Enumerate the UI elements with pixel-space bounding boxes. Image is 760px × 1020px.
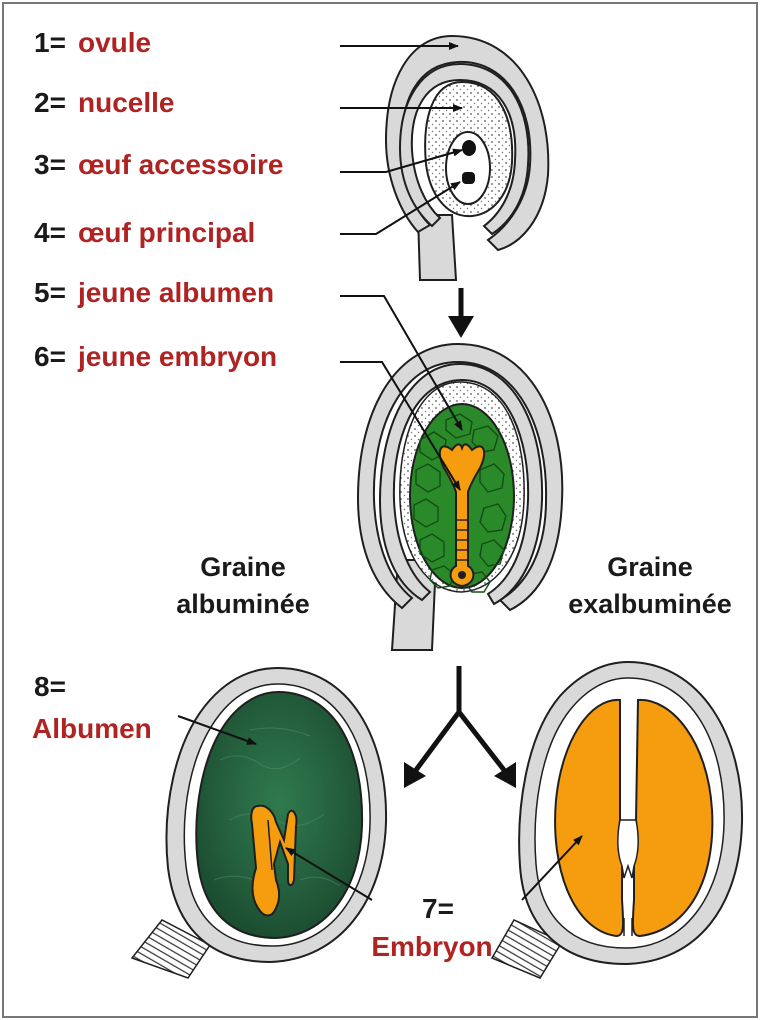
label-term: nucelle [78, 87, 174, 118]
arrow-branching [416, 666, 504, 770]
young-seed-drawing [358, 344, 562, 650]
label-number: 4= [34, 217, 66, 248]
label-embryon: 7= Embryon [371, 893, 492, 962]
caption-exalbuminous-seed: Graine exalbuminée [568, 552, 732, 619]
label-number: 2= [34, 87, 66, 118]
label-number: 7= [422, 893, 454, 924]
arrow-head-right [494, 762, 516, 788]
label-term: œuf principal [78, 217, 255, 248]
caption-albuminous-seed: Graine albuminée [176, 552, 310, 619]
arrow-ovule-to-seed [448, 288, 474, 338]
label-term: Embryon [371, 931, 492, 962]
label-oeuf-accessoire: 3= œuf accessoire [34, 149, 283, 180]
label-nucelle: 2= nucelle [34, 87, 174, 118]
label-number: 5= [34, 277, 66, 308]
label-term: jeune albumen [77, 277, 274, 308]
accessory-egg [462, 140, 476, 156]
label-term: ovule [78, 27, 151, 58]
label-jeune-albumen: 5= jeune albumen [34, 277, 274, 308]
arrow-head-left [404, 762, 426, 788]
ovule-drawing [386, 36, 548, 280]
label-number: 6= [34, 341, 66, 372]
main-egg [462, 172, 475, 184]
label-term: œuf accessoire [78, 149, 283, 180]
caption-line: exalbuminée [568, 589, 732, 619]
label-jeune-embryon: 6= jeune embryon [34, 341, 277, 372]
label-number: 3= [34, 149, 66, 180]
caption-line: Graine [607, 552, 693, 582]
caption-line: Graine [200, 552, 286, 582]
caption-line: albuminée [176, 589, 310, 619]
label-albumen: 8= Albumen [32, 671, 152, 744]
label-number: 8= [34, 671, 66, 702]
label-ovule: 1= ovule [34, 27, 151, 58]
label-term: jeune embryon [77, 341, 277, 372]
label-oeuf-principal: 4= œuf principal [34, 217, 255, 248]
exalbuminous-seed-drawing [492, 662, 742, 978]
label-number: 1= [34, 27, 66, 58]
albuminous-seed-drawing [132, 668, 386, 978]
label-term: Albumen [32, 713, 152, 744]
